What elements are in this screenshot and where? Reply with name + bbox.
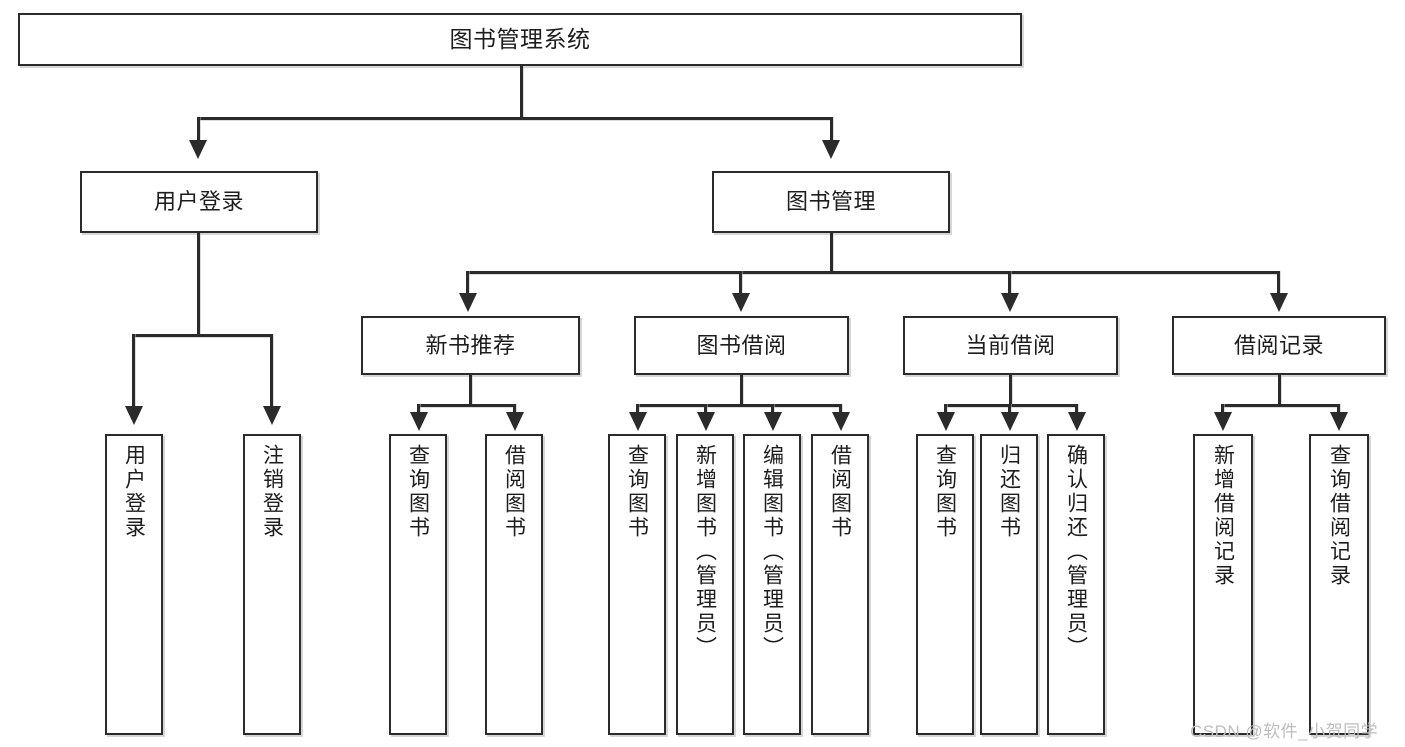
arrowhead-leaf-borrow-book	[832, 412, 850, 431]
connector-book-borrow-leg-2	[704, 404, 707, 414]
connector-user-login-split-bar	[132, 334, 272, 337]
node-label: 图书借阅	[696, 332, 787, 358]
connector-user-login-stem	[197, 233, 200, 336]
node-label: 借阅图书	[502, 444, 526, 540]
connector-root-to-user-login	[197, 117, 200, 143]
leaf-borrow-book-new[interactable]: 借阅图书	[485, 434, 543, 735]
connector-borrow-record-leg-1	[1221, 404, 1224, 414]
node-current-borrow[interactable]: 当前借阅	[903, 316, 1118, 375]
connector-user-login-leg-2	[270, 334, 273, 409]
connector-book-manage-leg-1	[466, 271, 469, 295]
leaf-add-borrow-record[interactable]: 新增借阅记录	[1193, 434, 1253, 735]
leaf-return-book[interactable]: 归还图书	[980, 434, 1038, 735]
leaf-user-login[interactable]: 用户登录	[105, 434, 163, 735]
arrowhead-leaf-query-borrow-record	[1330, 412, 1348, 431]
connector-book-manage-split-bar	[466, 271, 1280, 274]
arrowhead-book-borrow	[732, 293, 750, 312]
node-label: 新增借阅记录	[1211, 444, 1235, 588]
arrowhead-leaf-query-book-current	[937, 412, 955, 431]
arrowhead-leaf-edit-book-admin	[764, 412, 782, 431]
node-label: 用户登录	[153, 189, 244, 215]
arrowhead-book-manage	[822, 140, 840, 159]
connector-new-book-leg-1	[417, 404, 420, 414]
connector-book-manage-leg-4	[1277, 271, 1280, 295]
node-label: 查询图书	[625, 444, 649, 540]
connector-current-borrow-leg-1	[944, 404, 947, 414]
connector-current-borrow-leg-3	[1075, 404, 1078, 414]
connector-book-manage-stem	[830, 233, 833, 273]
arrowhead-leaf-borrow-book-new	[506, 412, 524, 431]
node-label: 当前借阅	[965, 332, 1056, 358]
connector-root-split-bar	[197, 117, 833, 120]
leaf-query-book-current[interactable]: 查询图书	[916, 434, 974, 735]
leaf-borrow-book[interactable]: 借阅图书	[811, 434, 869, 735]
connector-borrow-record-split-bar	[1221, 404, 1340, 407]
node-label: 确认归还（管理员）	[1064, 444, 1088, 660]
node-borrow-record[interactable]: 借阅记录	[1172, 316, 1386, 375]
node-label: 编辑图书（管理员）	[760, 444, 784, 660]
connector-borrow-record-leg-2	[1337, 404, 1340, 414]
watermark-text: CSDN @软件_小贺同学	[1190, 722, 1379, 741]
connector-book-borrow-split-bar	[636, 404, 842, 407]
node-new-book-recommend[interactable]: 新书推荐	[361, 316, 580, 375]
arrowhead-leaf-confirm-return-admin	[1068, 412, 1086, 431]
arrowhead-leaf-add-book-admin	[697, 412, 715, 431]
arrowhead-leaf-user-login	[125, 406, 143, 425]
connector-current-borrow-split-bar	[944, 404, 1078, 407]
connector-book-borrow-leg-4	[839, 404, 842, 414]
node-label: 归还图书	[997, 444, 1021, 540]
arrowhead-leaf-add-borrow-record	[1214, 412, 1232, 431]
node-root-system[interactable]: 图书管理系统	[18, 13, 1022, 66]
node-label: 查询图书	[406, 444, 430, 540]
connector-new-book-stem	[469, 375, 472, 406]
node-label: 新增图书（管理员）	[693, 444, 717, 660]
connector-new-book-leg-2	[513, 404, 516, 414]
connector-user-login-leg-1	[132, 334, 135, 409]
leaf-add-book-admin[interactable]: 新增图书（管理员）	[676, 434, 734, 735]
connector-root-stem	[520, 66, 523, 118]
node-user-login[interactable]: 用户登录	[80, 171, 318, 233]
leaf-logout-login[interactable]: 注销登录	[243, 434, 301, 735]
connector-book-borrow-leg-1	[636, 404, 639, 414]
leaf-confirm-return-admin[interactable]: 确认归还（管理员）	[1047, 434, 1105, 735]
arrowhead-leaf-logout-login	[263, 406, 281, 425]
node-label: 注销登录	[260, 444, 284, 540]
connector-book-manage-leg-2	[739, 271, 742, 295]
arrowhead-leaf-return-book	[1001, 412, 1019, 431]
arrowhead-leaf-query-book-borrow	[629, 412, 647, 431]
node-label: 新书推荐	[425, 332, 516, 358]
arrowhead-user-login	[189, 140, 207, 159]
arrowhead-current-borrow	[1001, 293, 1019, 312]
connector-borrow-record-stem	[1278, 375, 1281, 406]
leaf-query-borrow-record[interactable]: 查询借阅记录	[1309, 434, 1369, 735]
node-label: 查询借阅记录	[1327, 444, 1351, 588]
connector-book-manage-leg-3	[1008, 271, 1011, 295]
node-label: 借阅图书	[828, 444, 852, 540]
arrowhead-borrow-record	[1270, 293, 1288, 312]
connector-current-borrow-stem	[1009, 375, 1012, 406]
leaf-query-book-new[interactable]: 查询图书	[389, 434, 447, 735]
node-label: 借阅记录	[1233, 332, 1324, 358]
leaf-edit-book-admin[interactable]: 编辑图书（管理员）	[743, 434, 801, 735]
node-book-manage[interactable]: 图书管理	[712, 171, 950, 233]
connector-book-borrow-stem	[740, 375, 743, 406]
connector-current-borrow-leg-2	[1008, 404, 1011, 414]
connector-new-book-split-bar	[417, 404, 516, 407]
connector-root-to-book-manage	[830, 117, 833, 143]
node-book-borrow[interactable]: 图书借阅	[634, 316, 849, 375]
arrowhead-leaf-query-book-new	[410, 412, 428, 431]
connector-book-borrow-leg-3	[771, 404, 774, 414]
node-label: 图书管理系统	[449, 26, 591, 53]
node-label: 查询图书	[933, 444, 957, 540]
node-label: 图书管理	[785, 189, 876, 215]
leaf-query-book-borrow[interactable]: 查询图书	[608, 434, 666, 735]
arrowhead-new-book-recommend	[459, 293, 477, 312]
node-label: 用户登录	[122, 444, 146, 540]
